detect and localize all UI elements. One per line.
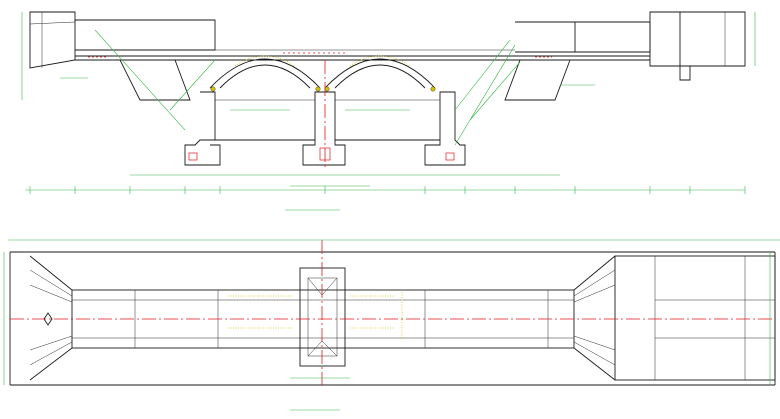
plan-pier — [299, 240, 346, 385]
plan-view — [3, 239, 780, 411]
left-abutment — [184, 91, 221, 166]
bridge-deck — [75, 49, 650, 61]
arch-right — [324, 55, 436, 92]
plan-hatch — [228, 292, 403, 340]
arch-left — [209, 55, 321, 92]
plan-dimensions — [3, 239, 780, 385]
dimension-ticks — [29, 186, 746, 194]
center-pier — [302, 60, 346, 170]
right-abutment — [424, 91, 466, 166]
elevation-view — [21, 11, 756, 211]
leader-lines — [60, 29, 595, 146]
elevation-dimensions — [21, 12, 756, 194]
foundation-wall — [215, 99, 440, 141]
plan-outline — [9, 251, 776, 386]
deck-marker-dots — [88, 52, 552, 58]
left-wing-lines — [29, 255, 73, 381]
right-wing-lines — [573, 255, 776, 381]
